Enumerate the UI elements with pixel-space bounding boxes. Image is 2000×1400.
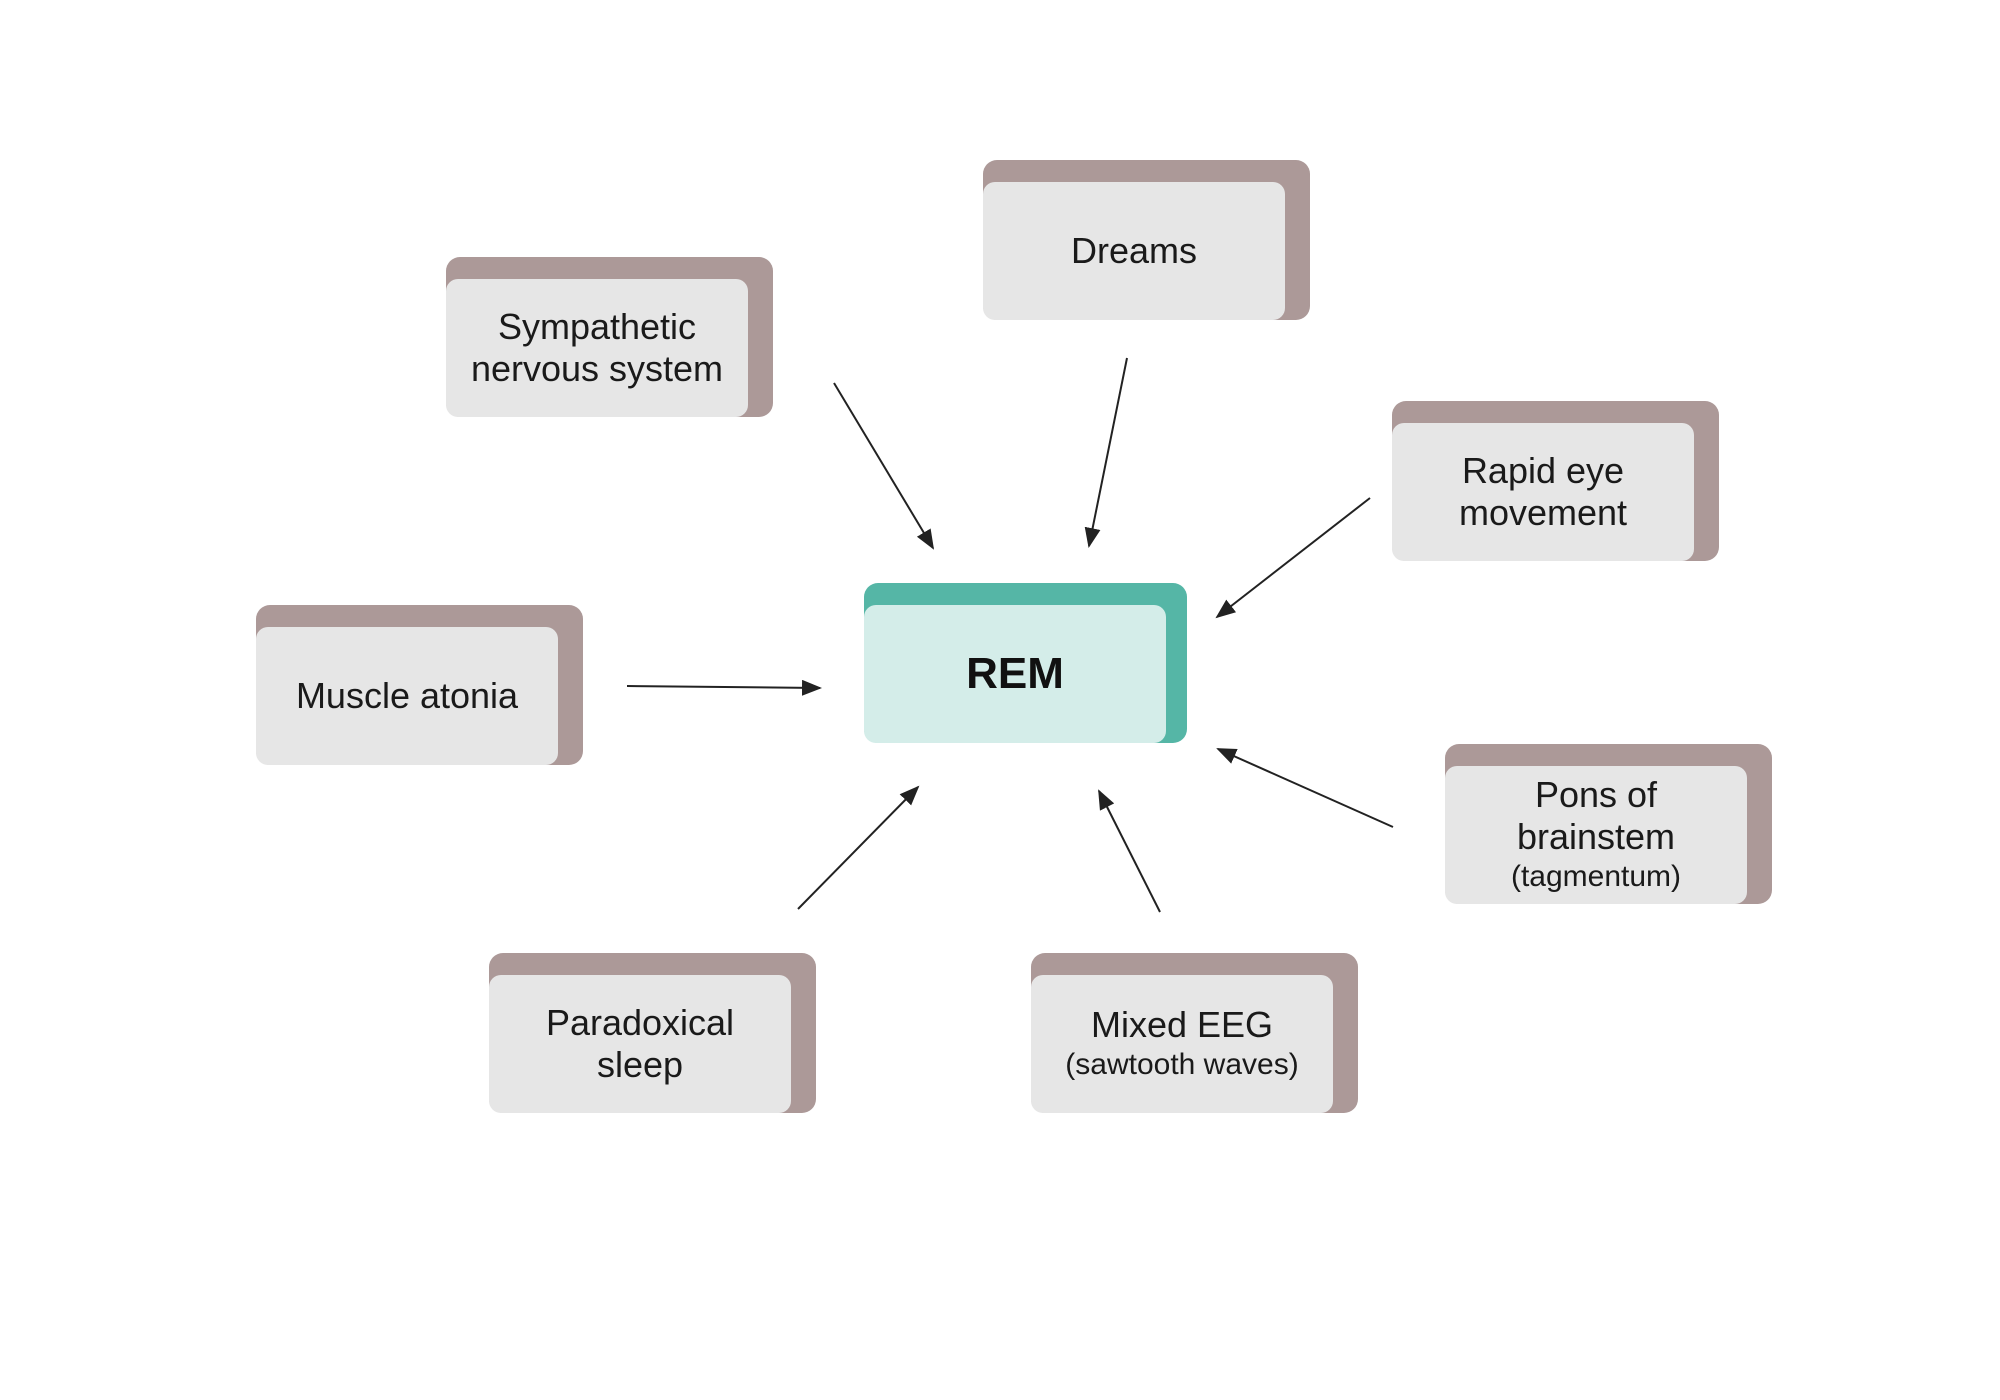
- node-dreams-label: Dreams: [1070, 230, 1198, 271]
- node-sympathetic-label-line-2: nervous system: [470, 348, 724, 389]
- node-pons-label-line-2: brainstem: [1516, 816, 1676, 857]
- node-paradoxical-sleep: Paradoxical sleep: [489, 953, 816, 1113]
- node-rapid-eye-label-line-2: movement: [1458, 492, 1628, 533]
- node-sympathetic-box: Sympathetic nervous system: [446, 279, 748, 417]
- node-sympathetic-label-line-1: Sympathetic: [497, 306, 697, 347]
- node-rapid-eye-movement: Rapid eye movement: [1392, 401, 1719, 561]
- node-dreams-box: Dreams: [983, 182, 1285, 320]
- node-muscle-atonia: Muscle atonia: [256, 605, 583, 765]
- node-paradoxical-label-line-2: sleep: [596, 1044, 684, 1085]
- arrow-paradoxical-to-rem: [797, 785, 920, 910]
- node-dreams: Dreams: [983, 160, 1310, 320]
- node-mixed-eeg-note: (sawtooth waves): [1065, 1048, 1299, 1081]
- node-sympathetic: Sympathetic nervous system: [446, 257, 773, 417]
- arrow-sympathetic-to-rem: [833, 382, 935, 550]
- node-pons-box: Pons of brainstem (tagmentum): [1445, 766, 1747, 904]
- arrow-pons-to-rem: [1216, 748, 1394, 828]
- node-mixed-eeg-label: Mixed EEG: [1090, 1004, 1274, 1045]
- node-rapid-eye-label-line-1: Rapid eye: [1461, 450, 1625, 491]
- node-pons-of-brainstem: Pons of brainstem (tagmentum): [1445, 744, 1772, 904]
- arrow-muscle-atonia-to-rem: [626, 679, 822, 696]
- node-rem-label: REM: [966, 649, 1064, 698]
- node-muscle-atonia-box: Muscle atonia: [256, 627, 558, 765]
- node-rem-box: REM: [864, 605, 1166, 743]
- node-paradoxical-box: Paradoxical sleep: [489, 975, 791, 1113]
- node-rem: REM: [864, 583, 1191, 743]
- node-mixed-eeg: Mixed EEG (sawtooth waves): [1031, 953, 1358, 1113]
- node-rapid-eye-box: Rapid eye movement: [1392, 423, 1694, 561]
- node-pons-label-line-1: Pons of: [1534, 774, 1658, 815]
- node-pons-note: (tagmentum): [1510, 860, 1682, 893]
- arrow-dreams-to-rem: [1084, 357, 1128, 548]
- arrow-mixed-eeg-to-rem: [1098, 789, 1161, 913]
- node-paradoxical-label-line-1: Paradoxical: [545, 1002, 735, 1043]
- node-mixed-eeg-box: Mixed EEG (sawtooth waves): [1031, 975, 1333, 1113]
- node-muscle-atonia-label: Muscle atonia: [295, 675, 519, 716]
- arrow-rapid-eye-to-rem: [1215, 497, 1371, 619]
